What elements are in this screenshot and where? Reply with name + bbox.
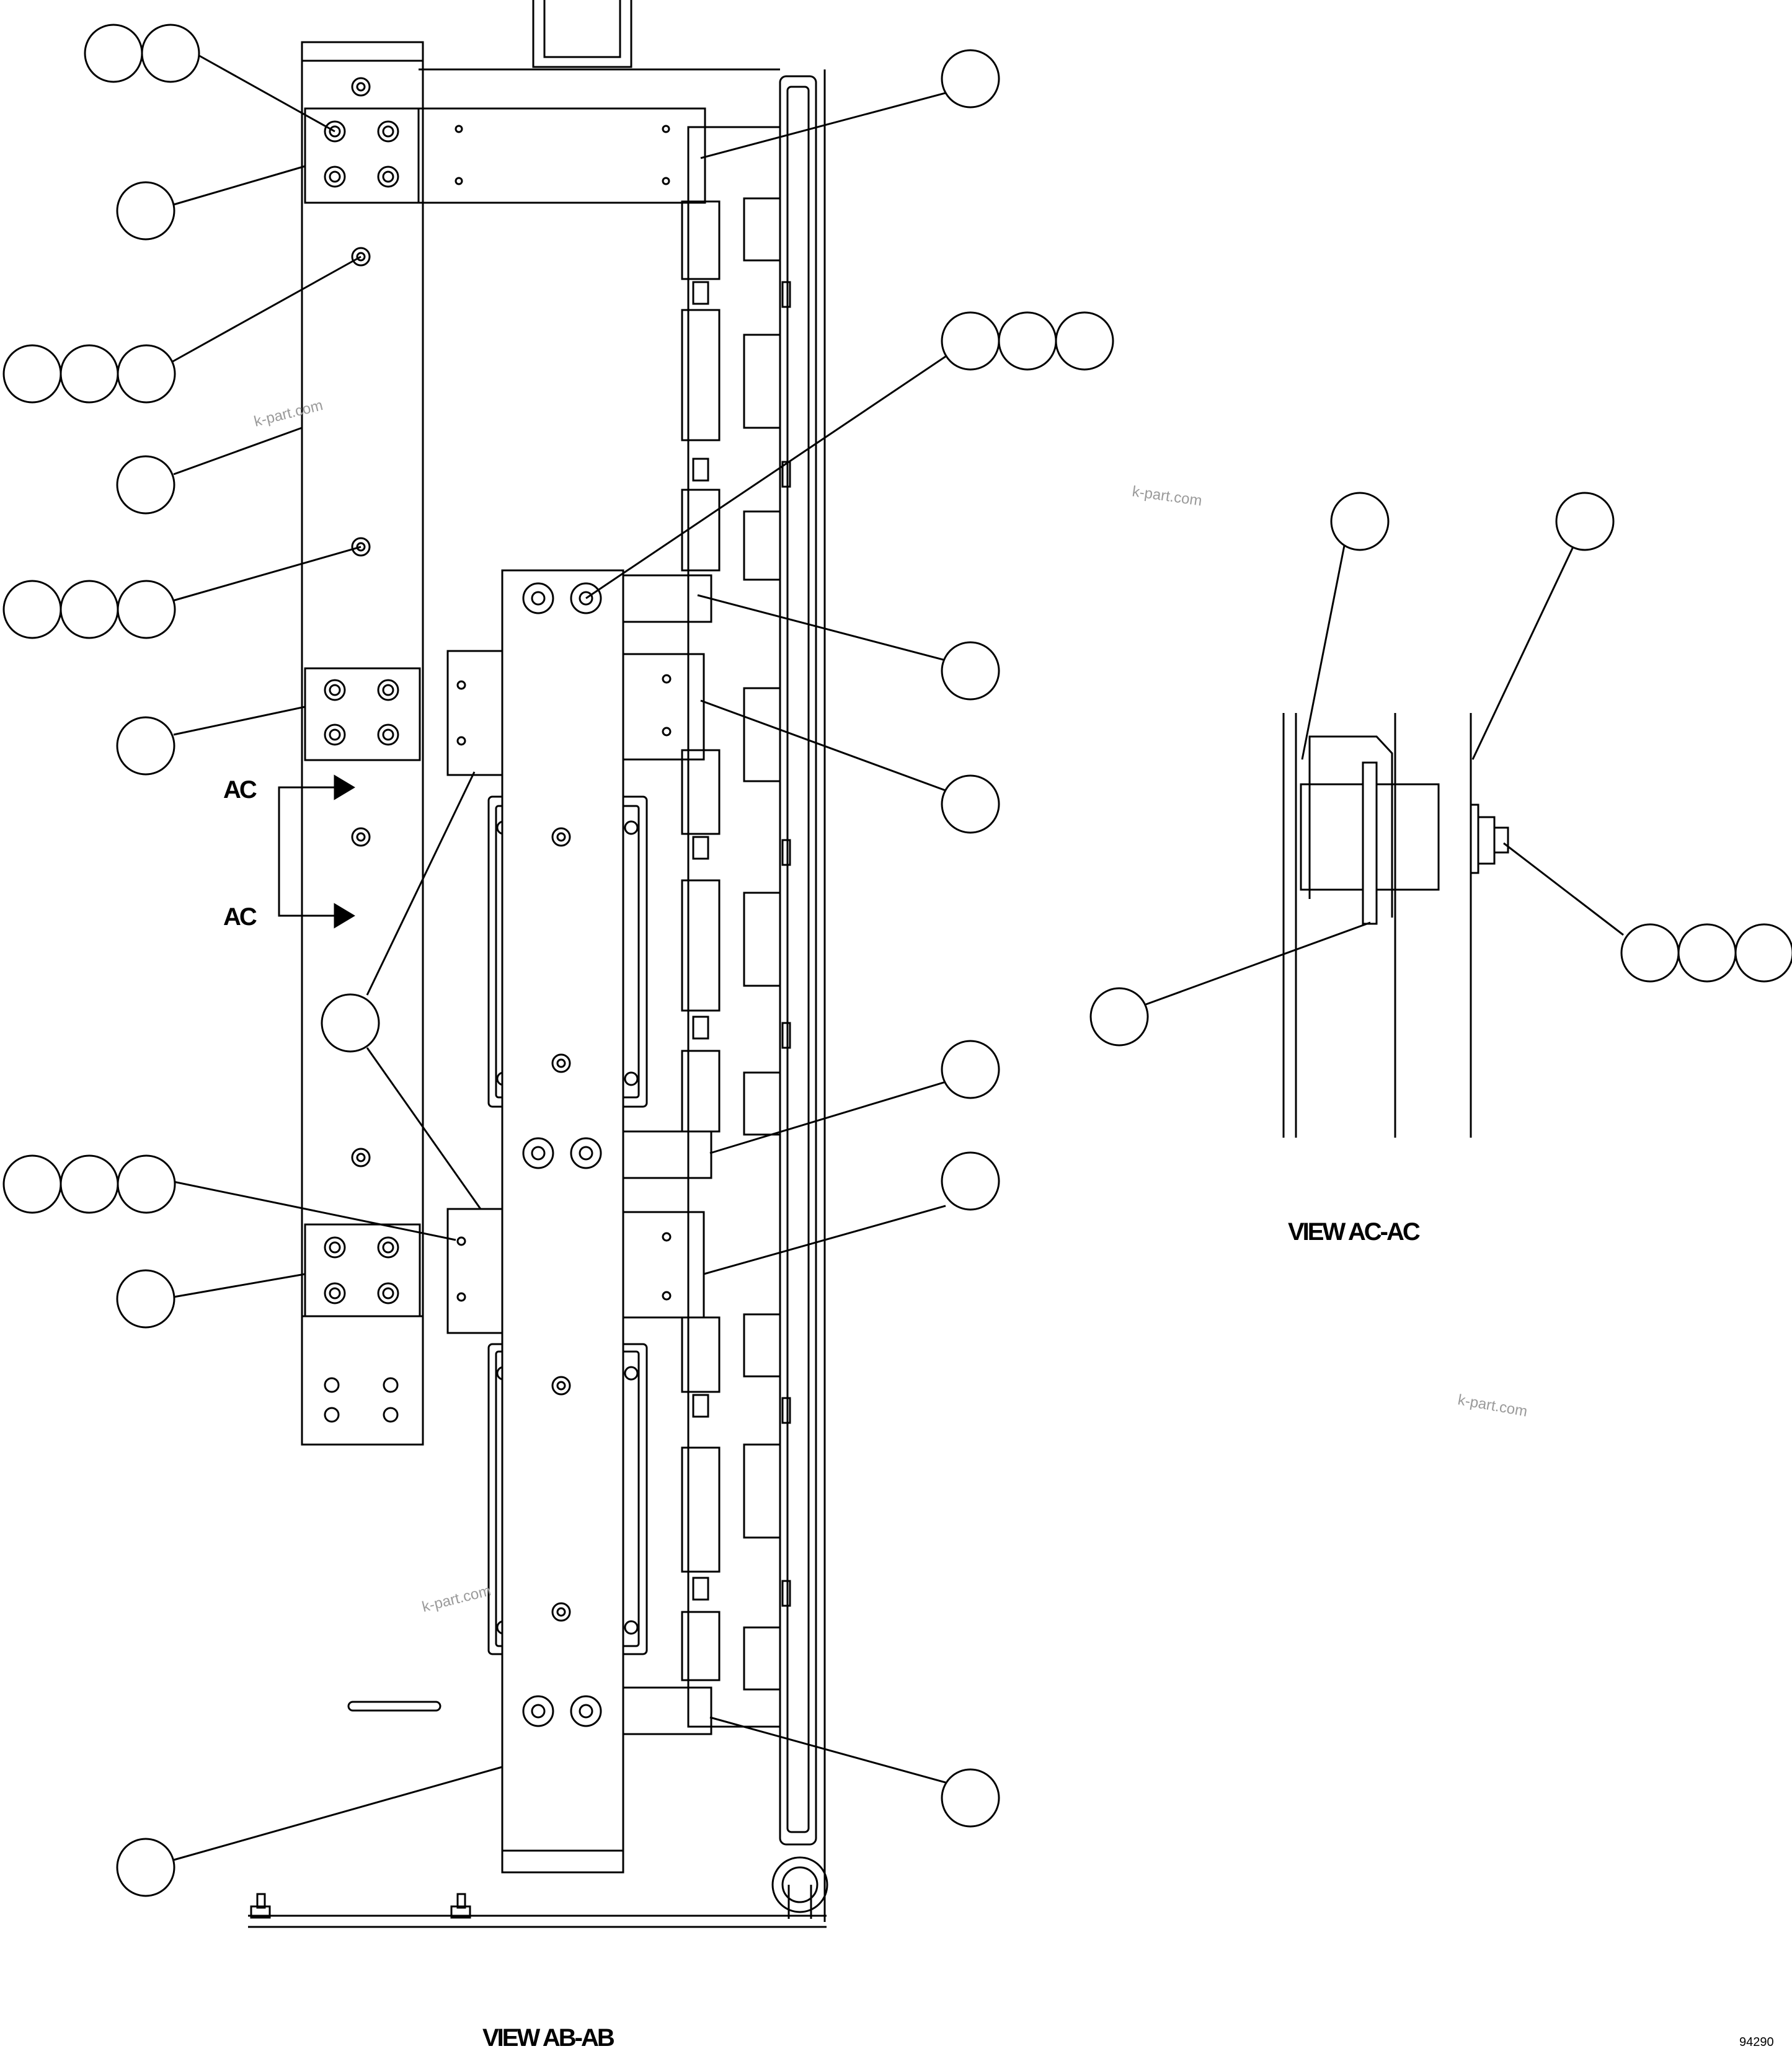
leader-lines bbox=[170, 53, 1624, 1861]
terminal-blocks bbox=[622, 574, 712, 1735]
slot bbox=[347, 1701, 441, 1712]
right-frame bbox=[419, 68, 826, 1922]
top-bracket bbox=[532, 0, 632, 68]
drawing-code: 94290 bbox=[1739, 2035, 1774, 2049]
callout-bubbles bbox=[2, 24, 1792, 1897]
watermark-3: k-part.com bbox=[1457, 1391, 1528, 1420]
module-stack bbox=[681, 126, 791, 1728]
section-marker-upper: AC bbox=[223, 776, 257, 803]
section-marker-lower: AC bbox=[223, 903, 257, 931]
watermark-4: k-part.com bbox=[420, 1582, 493, 1616]
middle-bus-joint bbox=[304, 650, 503, 776]
main-view bbox=[248, 0, 828, 1928]
watermark-1: k-part.com bbox=[252, 397, 325, 430]
section-arrows bbox=[278, 774, 355, 929]
lower-bus-joint bbox=[301, 1208, 503, 1446]
detail-view bbox=[1282, 713, 1509, 1138]
watermark-2: k-part.com bbox=[1131, 483, 1203, 510]
top-clamp-plate bbox=[304, 107, 706, 204]
main-vertical-bar bbox=[501, 569, 624, 1874]
detail-view-title: VIEW AC-AC bbox=[1288, 1218, 1420, 1246]
bottom-plate bbox=[248, 1856, 828, 1928]
main-view-title: VIEW AB-AB bbox=[482, 2024, 614, 2052]
left-bus-bar bbox=[301, 41, 424, 1446]
